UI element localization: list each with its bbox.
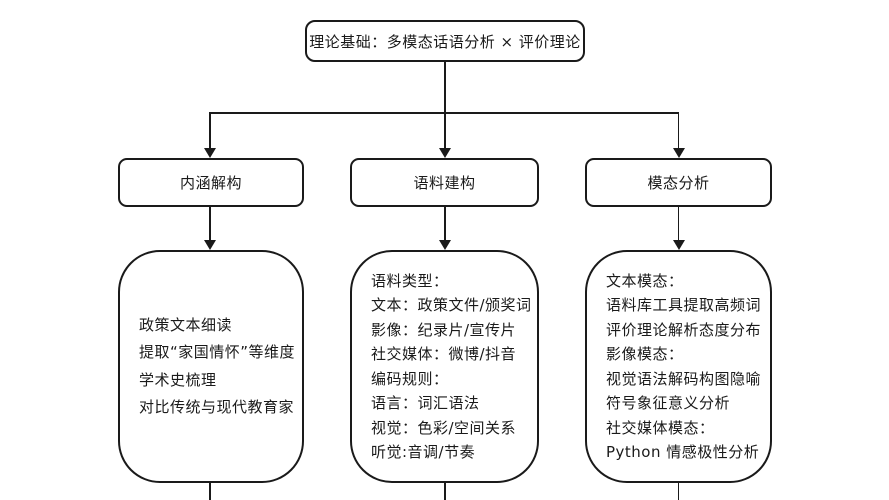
detail-line: 听觉:音调/节奏 [371,443,476,461]
connector-line [209,483,211,500]
connector-line [209,207,211,242]
arrow-down-icon [439,148,451,158]
heading-node-connotation: 内涵解构 [118,158,304,207]
detail-line: 视觉语法解码构图隐喻 [606,369,762,388]
detail-line: 文本：政策文件/颁奖词 [371,296,532,314]
arrow-down-icon [672,148,685,158]
connector-line [677,483,680,500]
connector-line [444,207,446,242]
detail-line: 语言：词汇语法 [371,394,480,412]
detail-line: 语料库工具提取高频词 [606,296,762,314]
connector-line [444,62,446,113]
detail-line: 影像模态： [606,345,684,363]
arrow-down-icon [672,240,685,250]
connector-line [209,112,211,150]
root-node-theory-basis: 理论基础：多模态话语分析 × 评价理论 [305,20,585,62]
arrow-down-icon [204,240,216,250]
detail-line: 符号象征意义分析 [606,394,731,412]
heading-node-corpus: 语料建构 [350,158,539,207]
detail-line: 社交媒体：微博/抖音 [371,345,517,363]
detail-node-corpus: 语料类型： 文本：政策文件/颁奖词 影像：纪录片/宣传片 社交媒体：微博/抖音 … [350,250,539,483]
detail-line: 语料类型： [371,271,449,290]
heading-label: 语料建构 [413,174,476,192]
connector-line [444,112,446,150]
detail-line: 政策文本细读 [139,315,233,334]
root-node-label: 理论基础：多模态话语分析 × 评价理论 [309,32,581,51]
detail-line: 文本模态： [606,271,684,290]
detail-node-modality: 文本模态： 语料库工具提取高频词 评价理论解析态度分布 影像模态： 视觉语法解码… [585,250,772,483]
detail-line: 对比传统与现代教育家 [139,398,295,416]
arrow-down-icon [204,148,216,158]
heading-label: 内涵解构 [179,174,242,192]
detail-line: 视觉：色彩/空间关系 [371,418,517,437]
heading-node-modality: 模态分析 [585,158,772,207]
connector-line [677,112,680,150]
detail-line: 学术史梳理 [139,370,217,389]
detail-line: 编码规则： [371,369,449,388]
connector-line [677,207,680,242]
detail-line: 评价理论解析态度分布 [606,320,762,339]
detail-line: 社交媒体模态： [606,418,715,437]
connector-line [444,483,446,500]
heading-label: 模态分析 [647,174,710,192]
detail-node-connotation: 政策文本细读 提取“家国情怀”等维度 学术史梳理 对比传统与现代教育家 [118,250,304,483]
arrow-down-icon [439,240,451,250]
detail-line: Python 情感极性分析 [606,443,760,461]
detail-line: 提取“家国情怀”等维度 [139,343,296,361]
detail-line: 影像：纪录片/宣传片 [371,320,517,339]
